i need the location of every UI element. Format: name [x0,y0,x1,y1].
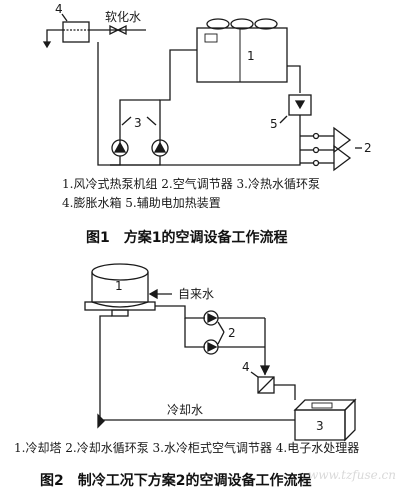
main-return-pipe [110,136,301,166]
figure1-legend-line1: 1.风冷式热泵机组 2.空气调节器 3.冷热水循环泵 [62,177,320,191]
tap-water-arrow [148,288,158,300]
label-heater-number: 5 [270,117,278,131]
valve-1 [312,132,320,140]
pump-header-left [119,99,160,148]
supply-down-arrow [259,365,271,376]
label-tap-water: 自来水 [178,287,214,301]
label-heat-pump-number: 1 [247,49,255,63]
valve-3 [312,159,320,167]
soft-water-valve-right [116,24,127,36]
air-conditioner-upper [333,126,352,154]
aux-heater-valve [294,100,306,110]
heat-pump-unit [196,27,288,83]
cooling-pump-leader-1 [217,321,225,333]
cooling-tower-top [91,263,149,281]
pump-2-arrow [153,141,167,153]
label-ahu-number: 2 [364,141,372,155]
cooling-pump-2-arrow [207,341,218,353]
cooling-tower-outlet [111,309,129,317]
pump-1-arrow [113,141,127,153]
figure2-caption: 图2 制冷工况下方案2的空调设备工作流程 [40,473,312,489]
figure1-drawing [42,13,362,172]
label-cooling-water: 冷却水 [167,403,203,417]
expansion-tank [62,21,90,43]
label-processor-number: 4 [242,360,250,374]
valve-2 [312,146,320,154]
label-soft-water: 软化水 [105,10,141,24]
pump-1-outlet [110,156,121,166]
return-arrow [97,413,105,429]
heater-leader [279,115,288,124]
expansion-pipe [97,42,110,166]
cooling-return-pipe [99,315,295,421]
tower-outlet-pipe [155,305,205,319]
cabinet-ac-panel [311,402,333,409]
pump-2-outlet [110,156,161,166]
tank-label-leader [61,13,68,22]
processor-diagonal [257,376,275,394]
pump-leader-1 [121,116,132,126]
label-tower-number: 1 [115,279,123,293]
unit-grille [204,33,218,43]
cooling-pump-1-arrow [207,312,218,324]
figure1-caption: 图1 方案1的空调设备工作流程 [86,230,288,246]
pump-leader-2 [146,116,157,126]
fan-center [230,18,254,30]
processor-to-ac-pipe [274,384,296,400]
label-cooling-pump-number: 2 [228,326,236,340]
figure1-legend-line2: 4.膨胀水箱 5.辅助电加热装置 [62,196,221,210]
cabinet-ac-side [344,398,356,442]
fan-right [254,18,278,30]
watermark: www.tzfuse.cn [307,468,396,482]
tank-overflow-pipe [46,29,63,44]
unit-outlet-pipe [287,65,301,93]
processor-leader [250,371,259,378]
label-pump-number: 3 [134,116,142,130]
pump-bypass-pipe [184,318,205,348]
soft-water-valve-left [109,24,120,36]
figure2-legend: 1.冷却塔 2.冷却水循环泵 3.水冷柜式空气调节器 4.电子水处理器 [14,441,360,455]
cooling-pump-leader-2 [217,331,225,345]
pump-header-right [159,90,171,148]
air-conditioner-lower [333,144,352,172]
fan-left [206,18,230,30]
pump-supply-pipe [169,49,197,90]
label-expansion-tank-number: 4 [55,2,63,16]
label-cabinet-ac-number: 3 [316,419,324,433]
overflow-arrow [42,41,52,49]
figure2-drawing [84,263,357,442]
